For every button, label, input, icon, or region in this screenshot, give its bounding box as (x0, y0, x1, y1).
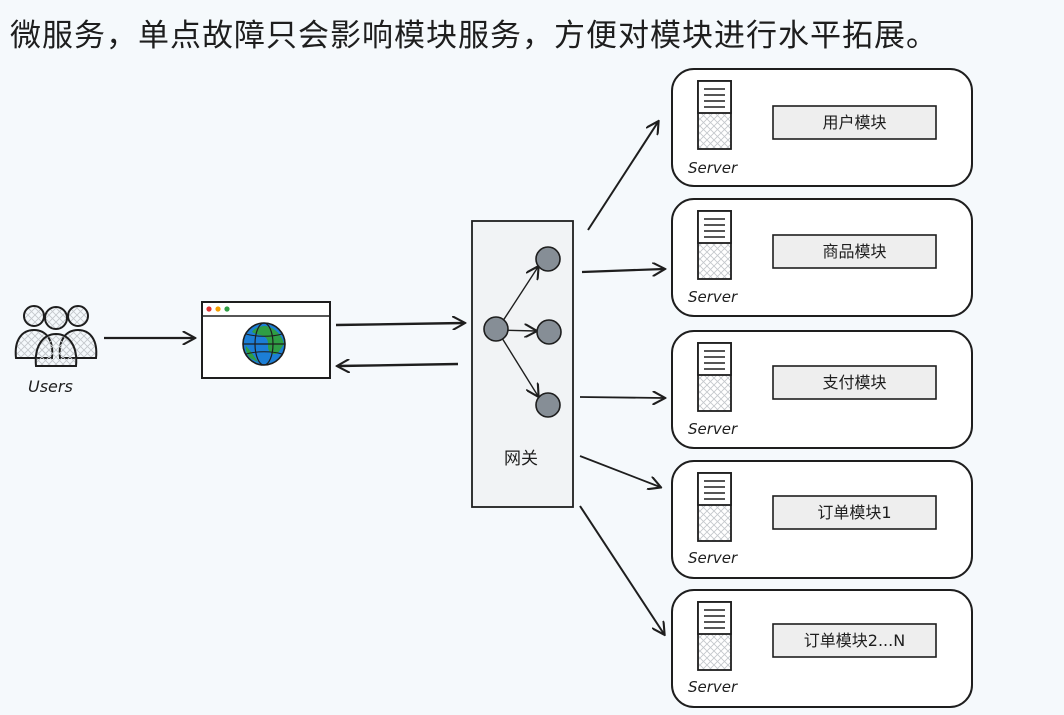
module-server-card: Server 订单模块1 (671, 460, 973, 579)
arrow-browser-to-gateway (335, 323, 464, 325)
server-label: Server (688, 420, 738, 438)
users-icon (14, 305, 98, 367)
server-label: Server (688, 678, 738, 696)
users-label: Users (28, 377, 73, 396)
gateway-node (536, 319, 562, 345)
gateway-node (483, 316, 509, 342)
server-icon (697, 80, 732, 150)
arrow-gateway-to-module-4 (579, 455, 660, 487)
gateway-label: 网关 (504, 449, 538, 469)
module-server-card: Server 订单模块2...N (671, 589, 973, 708)
server-label: Server (688, 288, 738, 306)
module-label: 用户模块 (822, 113, 886, 132)
arrow-gateway-to-module-1 (587, 122, 658, 231)
server-icon (697, 472, 732, 542)
module-label: 商品模块 (822, 242, 886, 261)
arrow-gateway-to-module-3 (579, 397, 664, 398)
server-icon (697, 210, 732, 280)
server-icon (697, 601, 732, 671)
gateway-box (471, 220, 574, 508)
module-label: 订单模块2...N (804, 631, 905, 650)
gateway-node (535, 392, 561, 418)
module-server-card: Server 用户模块 (671, 68, 973, 187)
module-server-card: Server 商品模块 (671, 198, 973, 317)
module-label: 订单模块1 (817, 503, 891, 522)
module-label: 支付模块 (822, 373, 886, 392)
globe-icon (242, 322, 286, 366)
server-label: Server (688, 159, 738, 177)
module-server-card: Server 支付模块 (671, 330, 973, 449)
arrow-gateway-to-browser (338, 364, 459, 366)
server-label: Server (688, 549, 738, 567)
arrow-gateway-to-module-5 (579, 505, 664, 634)
page-title: 微服务，单点故障只会影响模块服务，方便对模块进行水平拓展。 (10, 18, 938, 54)
gateway-node (535, 246, 561, 272)
server-icon (697, 342, 732, 412)
arrow-gateway-to-module-2 (581, 269, 664, 272)
